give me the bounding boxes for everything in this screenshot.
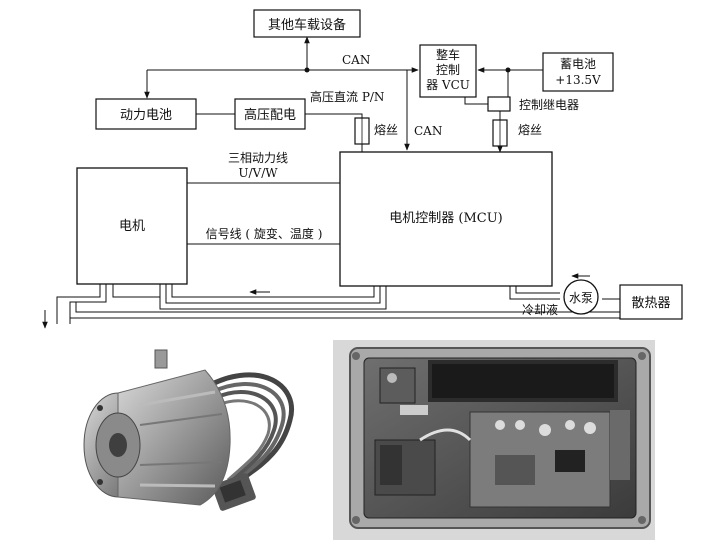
- battery12-label-1: 蓄电池: [560, 57, 596, 71]
- battery12-label-2: +13.5V: [555, 73, 601, 87]
- coolant-label: 冷却液: [522, 302, 558, 317]
- battery12-box: [542, 52, 614, 92]
- other-devices-box: [253, 9, 361, 38]
- relay-box: [487, 96, 511, 112]
- power-battery-box: [95, 98, 197, 130]
- radiator-label: 散热器: [631, 296, 670, 311]
- relay-label: 控制继电器: [519, 98, 579, 112]
- hv-distribution-label: 高压配电: [244, 107, 296, 123]
- three-phase-label-2: U/V/W: [238, 166, 278, 180]
- vcu-label-3: 器 VCU: [426, 78, 470, 92]
- vcu-label-2: 控制: [436, 63, 460, 77]
- mcu-box: [339, 151, 553, 287]
- can-top-label: CAN: [342, 53, 370, 67]
- other-devices-label: 其他车载设备: [268, 17, 346, 33]
- vcu-box: [419, 44, 477, 98]
- mcu-photo: [333, 340, 655, 540]
- motor-box: [76, 167, 188, 285]
- motor-label: 电机: [119, 219, 145, 234]
- motor-photo: [70, 345, 320, 540]
- radiator-box: [619, 284, 683, 320]
- hv-distribution-box: [234, 98, 306, 130]
- signal-line-label: 信号线 ( 旋变、温度 ): [206, 226, 323, 241]
- power-battery-label: 动力电池: [120, 108, 172, 123]
- can-mid-label: CAN: [414, 124, 442, 138]
- fuse-left-label: 熔丝: [374, 122, 398, 137]
- three-phase-label-1: 三相动力线: [228, 151, 288, 165]
- mcu-label: 电机控制器 (MCU): [389, 211, 503, 226]
- pump-circle: [563, 279, 599, 315]
- hv-dc-label: 高压直流 P/N: [310, 89, 384, 104]
- fuse-right-label: 熔丝: [518, 122, 542, 137]
- pump-label: 水泵: [569, 291, 593, 305]
- coolant-pipes: [56, 284, 620, 324]
- vcu-label-1: 整车: [436, 47, 460, 62]
